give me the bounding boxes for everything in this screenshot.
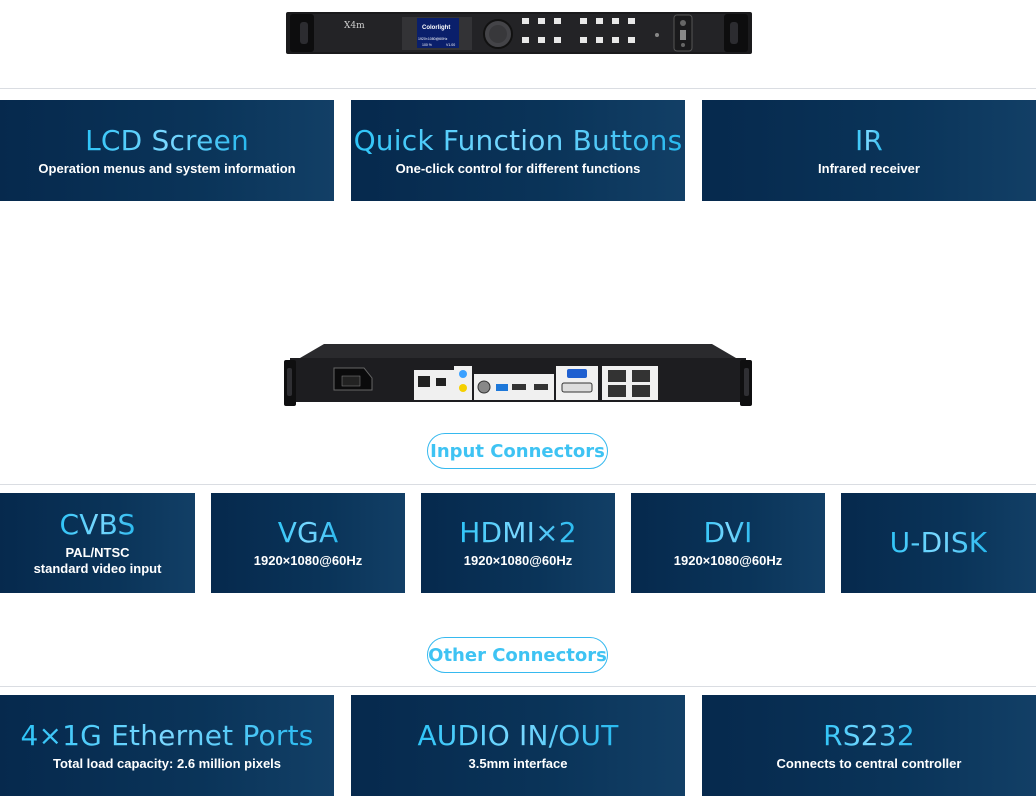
other-subtitle: 3.5mm interface <box>468 755 568 771</box>
lcd-line1: 1920×1080@60Hz <box>418 37 448 41</box>
divider-other <box>0 686 1036 687</box>
other-card-rs232: RS232 Connects to central controller <box>702 695 1036 796</box>
input-card-u-disk: U-DISK <box>841 493 1036 593</box>
input-subtitle: 1920×1080@60Hz <box>463 553 573 568</box>
lcd-screen <box>417 18 459 48</box>
input-subtitle-line2: standard video input <box>33 561 162 576</box>
feature-subtitle: Infrared receiver <box>818 160 920 176</box>
lcd-brand: Colorlight <box>422 25 450 31</box>
model-label: X4m <box>344 21 365 31</box>
input-title: VGA <box>277 516 339 549</box>
feature-card-ir: IR Infrared receiver <box>702 100 1036 201</box>
feature-title: LCD Screen <box>85 123 249 157</box>
input-title: U-DISK <box>889 526 988 559</box>
input-card-dvi: DVI 1920×1080@60Hz <box>631 493 825 593</box>
input-title: HDMI×2 <box>459 516 577 549</box>
section-label-input-connectors: Input Connectors <box>427 433 608 469</box>
feature-subtitle: One-click control for different function… <box>395 160 641 176</box>
lcd-version: V1.00 <box>446 43 455 47</box>
lcd-line2: 100 % <box>422 43 432 47</box>
feature-title: Quick Function Buttons <box>353 123 683 157</box>
front-panel-image: X4m Colorlight 1920×1080@60Hz 100 % V1.0… <box>286 12 752 54</box>
feature-title: IR <box>854 123 884 157</box>
input-subtitle: 1920×1080@60Hz <box>253 553 363 568</box>
divider-top <box>0 88 1036 89</box>
other-title: 4×1G Ethernet Ports <box>20 718 314 752</box>
input-card-vga: VGA 1920×1080@60Hz <box>211 493 405 593</box>
other-title: AUDIO IN/OUT <box>417 718 619 752</box>
rear-panel-image <box>284 344 752 406</box>
other-subtitle: Connects to central controller <box>776 755 962 771</box>
input-card-hdmi: HDMI×2 1920×1080@60Hz <box>421 493 615 593</box>
other-subtitle: Total load capacity: 2.6 million pixels <box>52 755 282 771</box>
other-card-audio: AUDIO IN/OUT 3.5mm interface <box>351 695 685 796</box>
other-card-ethernet: 4×1G Ethernet Ports Total load capacity:… <box>0 695 334 796</box>
input-subtitle: 1920×1080@60Hz <box>673 553 783 568</box>
section-label-other-connectors: Other Connectors <box>427 637 608 673</box>
input-card-cvbs: CVBS PAL/NTSC standard video input <box>0 493 195 593</box>
divider-input <box>0 484 1036 485</box>
feature-card-quick-function-buttons: Quick Function Buttons One-click control… <box>351 100 685 201</box>
feature-subtitle: Operation menus and system information <box>38 160 296 176</box>
feature-card-lcd-screen: LCD Screen Operation menus and system in… <box>0 100 334 201</box>
input-title: CVBS <box>59 508 136 541</box>
input-subtitle-line1: PAL/NTSC <box>65 545 130 560</box>
other-title: RS232 <box>823 718 915 752</box>
input-title: DVI <box>703 516 753 549</box>
